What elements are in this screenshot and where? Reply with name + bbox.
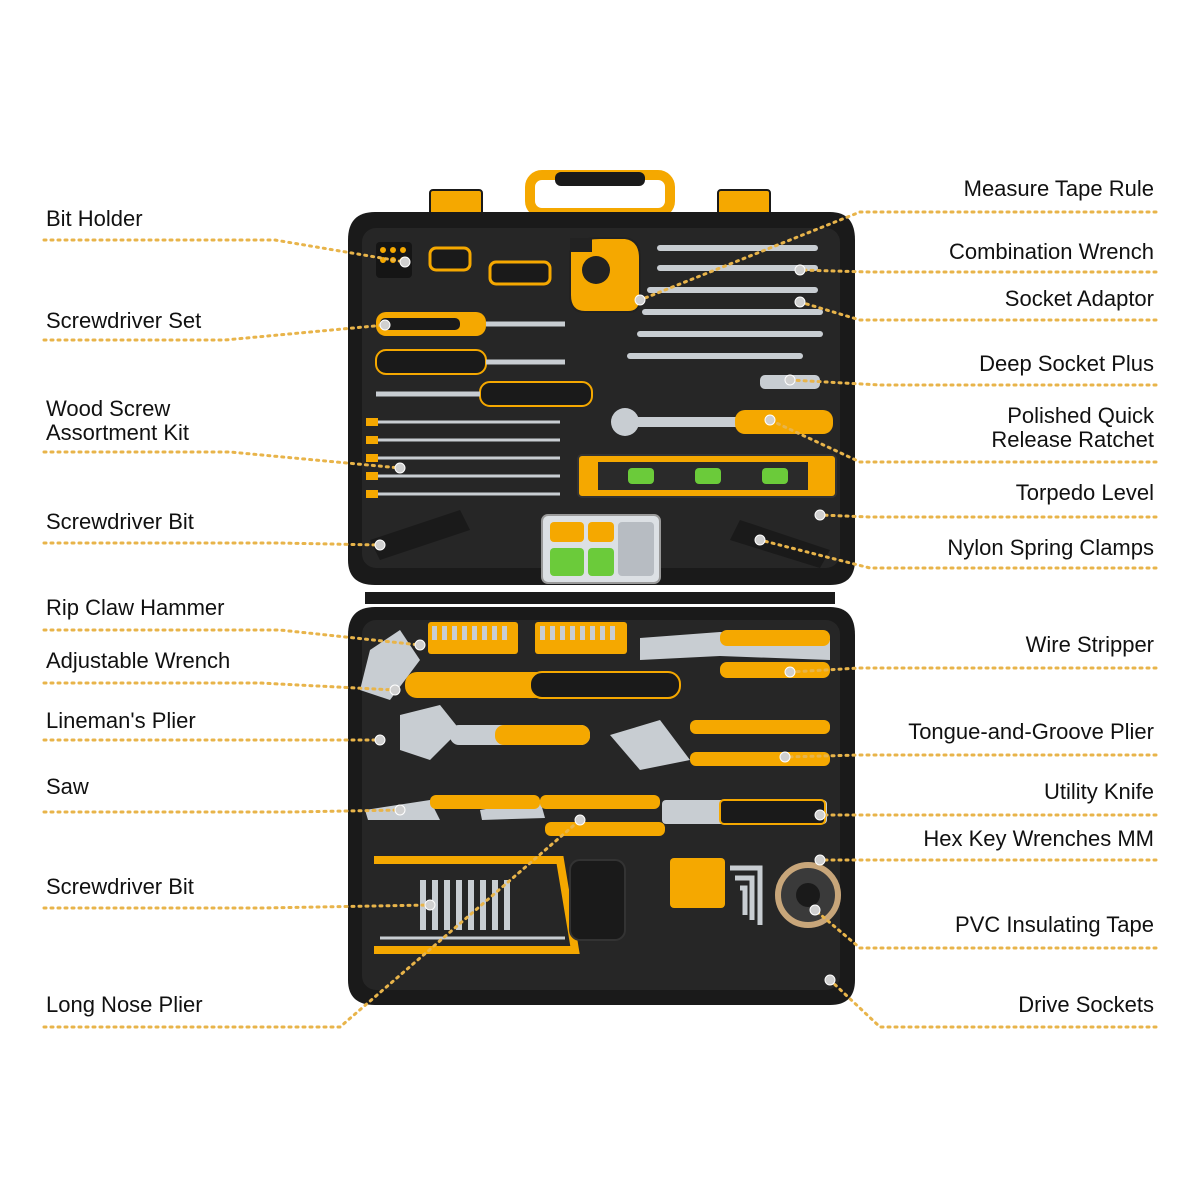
pointer-dot [809, 904, 821, 916]
leader-line [42, 323, 387, 342]
pointer-dot [389, 684, 401, 696]
pointer-dot [784, 374, 796, 386]
leader-line [42, 541, 382, 547]
pointer-dot [399, 256, 411, 268]
pointer-dot [794, 296, 806, 308]
label-saw: Saw [46, 774, 89, 799]
leader-line [768, 418, 1158, 464]
label-pvc-insulating-tape: PVC Insulating Tape [955, 912, 1154, 937]
leader-line [813, 908, 1158, 950]
label-linemans-plier: Lineman's Plier [46, 708, 196, 733]
pointer-dot [794, 264, 806, 276]
leader-line [42, 450, 402, 470]
leader-line [783, 753, 1158, 759]
leader-line [788, 666, 1158, 674]
pointer-dot [824, 974, 836, 986]
pointer-dot [374, 734, 386, 746]
label-utility-knife: Utility Knife [1043, 779, 1154, 804]
leader-line [758, 538, 1158, 570]
pointer-dot [634, 294, 646, 306]
pointer-dot [784, 666, 796, 678]
label-screwdriver-bit-top: Screwdriver Bit [46, 509, 194, 534]
label-long-nose-plier: Long Nose Plier [46, 992, 203, 1017]
pointer-dot [414, 639, 426, 651]
pointer-dot [379, 319, 391, 331]
label-socket-adaptor: Socket Adaptor [1004, 286, 1154, 311]
label-tongue-and-groove-plier: Tongue-and-Groove Plier [908, 719, 1154, 744]
leader-line [42, 818, 582, 1029]
label-hex-key-wrenches-mm: Hex Key Wrenches MM [923, 826, 1154, 851]
label-adjustable-wrench: Adjustable Wrench [46, 648, 231, 673]
label-combination-wrench: Combination Wrench [948, 239, 1154, 264]
leader-line [798, 300, 1158, 322]
pointer-dot [374, 539, 386, 551]
label-torpedo-level: Torpedo Level [1015, 480, 1154, 505]
leader-line [638, 210, 1158, 302]
label-polished-quick-release-ratchet: Polished Quick Release Ratchet [991, 403, 1154, 452]
label-measure-tape-rule: Measure Tape Rule [963, 176, 1154, 201]
pointer-dot [764, 414, 776, 426]
pointer-dot [574, 814, 586, 826]
label-wire-stripper: Wire Stripper [1025, 632, 1154, 657]
leader-line [788, 378, 1158, 387]
label-nylon-spring-clamps: Nylon Spring Clamps [947, 535, 1154, 560]
pointer-dot [754, 534, 766, 546]
leader-line [818, 513, 1158, 519]
leader-line [828, 978, 1158, 1029]
pointer-dot [424, 899, 436, 911]
pointer-dot [394, 462, 406, 474]
leader-line [42, 238, 407, 264]
label-rip-claw-hammer: Rip Claw Hammer [46, 595, 225, 620]
label-wood-screw-assortment-kit: Wood Screw Assortment Kit [46, 396, 190, 445]
leader-line [42, 628, 422, 647]
pointer-dot [779, 751, 791, 763]
case-lid [348, 212, 855, 585]
pointer-dot [814, 854, 826, 866]
leader-line [42, 903, 432, 910]
leader-line [42, 681, 397, 692]
label-bit-holder: Bit Holder [46, 206, 143, 231]
leader-line [798, 268, 1158, 274]
pointer-dot [394, 804, 406, 816]
pointer-dot [814, 509, 826, 521]
leader-line [42, 808, 402, 814]
pointer-dot [814, 809, 826, 821]
label-drive-sockets: Drive Sockets [1018, 992, 1154, 1017]
label-screwdriver-set: Screwdriver Set [46, 308, 202, 333]
label-screwdriver-bit-bottom: Screwdriver Bit [46, 874, 194, 899]
label-deep-socket-plus: Deep Socket Plus [979, 351, 1154, 376]
case-base [348, 607, 855, 1005]
